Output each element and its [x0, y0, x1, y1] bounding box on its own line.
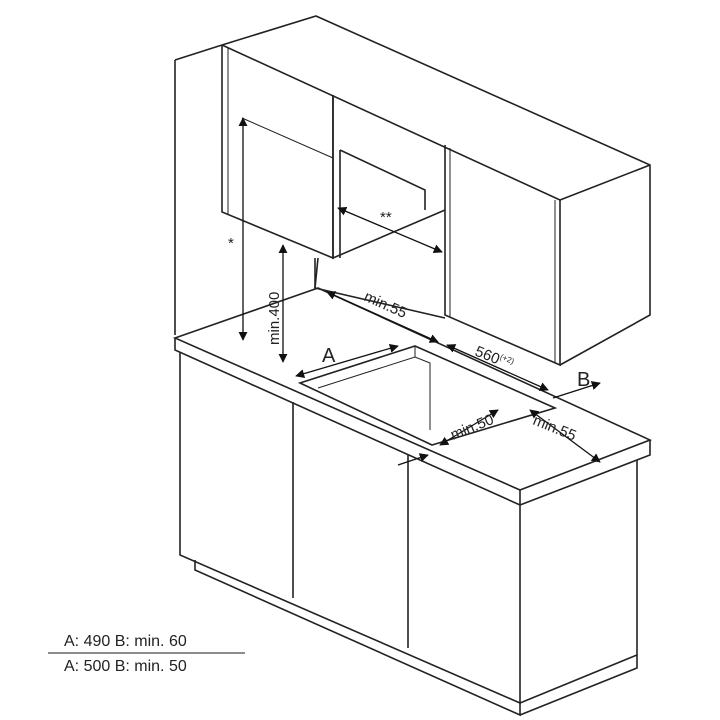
label-min-55-right: min.55 — [531, 412, 579, 445]
label-b: B — [577, 369, 590, 391]
label-tolerance: (+2) — [499, 352, 516, 366]
label-double-star: ** — [380, 209, 392, 226]
dimension-legend: A: 490 B: min. 60 A: 500 B: min. 50 — [48, 633, 245, 675]
label-a: A — [322, 345, 336, 367]
wall — [174, 44, 319, 335]
label-min-50: min.50 — [448, 411, 496, 444]
upper-cabinets — [221, 15, 651, 367]
label-min-400: min.400 — [266, 292, 283, 345]
label-560-value: 560 — [473, 343, 503, 368]
label-min-55-top: min.55 — [361, 288, 409, 322]
dimension-lines — [238, 117, 601, 466]
label-star: * — [228, 235, 234, 252]
countertop — [172, 287, 653, 506]
base-cabinets — [179, 352, 638, 717]
legend-row-1: A: 490 B: min. 60 — [64, 633, 187, 650]
hob-cutout — [297, 345, 558, 446]
legend-row-2: A: 500 B: min. 50 — [64, 658, 187, 675]
